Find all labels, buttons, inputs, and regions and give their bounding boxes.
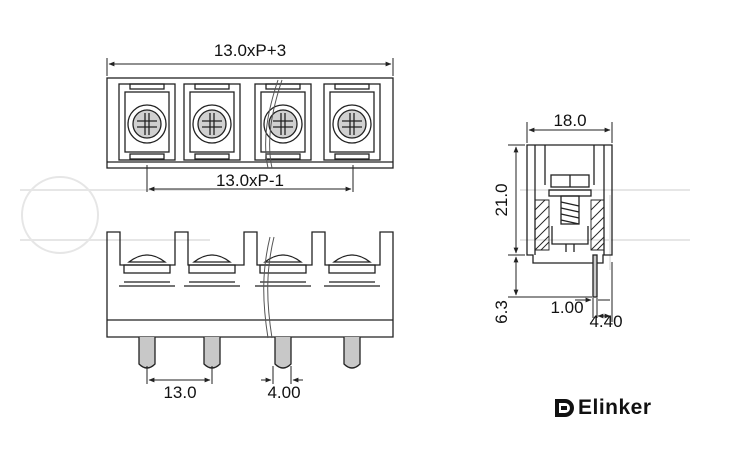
body-depth-dimension: [526, 122, 613, 143]
body-height-label: 21.0: [492, 183, 511, 216]
clamp-plate: [328, 264, 376, 274]
pin-width-dimension: [261, 366, 303, 384]
pin-3: [274, 337, 292, 369]
brand-logo: Elinker: [553, 396, 652, 420]
terminal-window: [124, 91, 170, 153]
screw-outer-ring: [332, 104, 372, 144]
brand-name: Elinker: [578, 396, 652, 419]
top-terminal-1: [118, 83, 176, 161]
terminal-bottom-tab: [265, 153, 301, 160]
pitch-span-dimension: [146, 165, 354, 192]
screw-outer-ring: [127, 104, 167, 144]
top-terminal-2: [183, 83, 241, 161]
front-terminal-2: [184, 254, 240, 287]
pin-shape: [274, 337, 292, 369]
pin-4: [343, 337, 361, 369]
screw-head: [132, 109, 162, 139]
clamp-plate: [188, 264, 236, 274]
elinker-logo-icon: [555, 399, 574, 417]
screw-dome: [332, 254, 372, 263]
pin-offset-label: 4.40: [589, 312, 622, 331]
pitch-span-label: 13.0xP-1: [216, 171, 284, 190]
terminal-top-tab: [129, 83, 165, 90]
screw-dome: [192, 254, 232, 263]
clamp-plate: [259, 264, 307, 274]
pin-length-dimension: [508, 256, 592, 298]
top-view: [106, 77, 394, 169]
screw-head: [337, 109, 367, 139]
pin-length-label: 6.3: [492, 300, 511, 324]
screw-outer-ring: [192, 104, 232, 144]
overall-length-label: 13.0xP+3: [214, 41, 286, 60]
terminal-top-tab: [334, 83, 370, 90]
screw-outer-ring: [263, 104, 303, 144]
terminal-bottom-tab: [334, 153, 370, 160]
terminal-window: [329, 91, 375, 153]
terminal-bottom-tab: [129, 153, 165, 160]
terminal-top-tab: [265, 83, 301, 90]
pin-2: [203, 337, 221, 369]
front-terminal-4: [324, 254, 380, 287]
pin-shape: [138, 337, 156, 369]
side-view: [526, 144, 613, 298]
terminal-window: [189, 91, 235, 153]
body-height-dimension: [508, 144, 525, 256]
pin-pitch-dimension: [146, 366, 213, 384]
terminal-bottom-tab: [194, 153, 230, 160]
top-terminal-4: [323, 83, 381, 161]
pin-shape: [203, 337, 221, 369]
top-terminal-3: [254, 83, 312, 161]
screw-head: [197, 109, 227, 139]
pin-shape: [343, 337, 361, 369]
pin-1: [138, 337, 156, 369]
side-hatching: [534, 199, 605, 251]
front-terminal-1: [119, 254, 175, 287]
break-lines: [263, 79, 283, 339]
pin-thickness-dimension: [575, 262, 613, 322]
pin-thickness-label: 1.00: [550, 298, 583, 317]
pin-pitch-label: 13.0: [163, 383, 196, 402]
screw-head: [268, 109, 298, 139]
terminal-top-tab: [194, 83, 230, 90]
screw-dome: [263, 254, 303, 263]
terminal-window: [260, 91, 306, 153]
clamp-plate: [123, 264, 171, 274]
screw-dome: [127, 254, 167, 263]
body-depth-label: 18.0: [553, 111, 586, 130]
overall-length-dimension: [106, 58, 394, 76]
front-view: [106, 231, 394, 369]
pin-width-label: 4.00: [267, 383, 300, 402]
